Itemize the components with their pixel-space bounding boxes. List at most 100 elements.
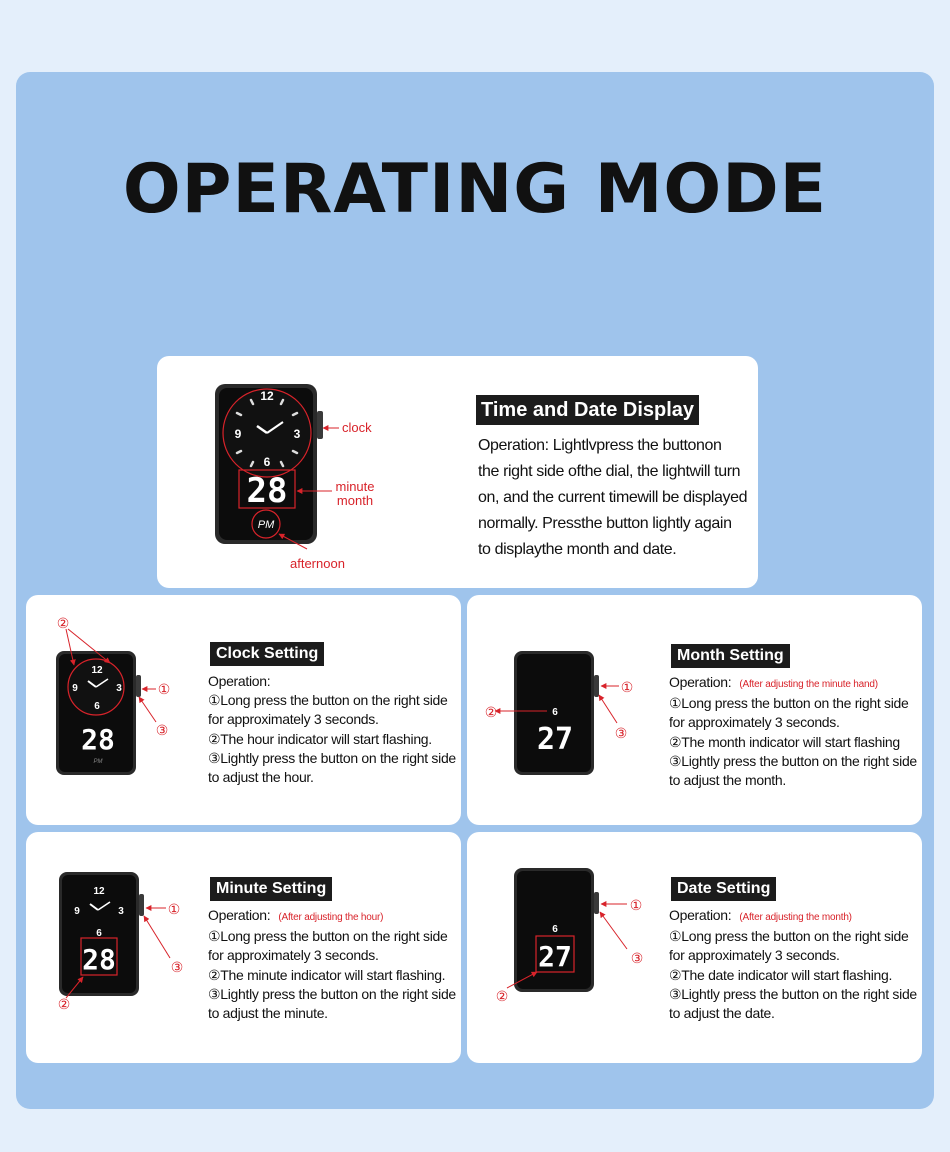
text-line: to displaythe month and date.: [478, 541, 677, 558]
minute-hand: [266, 421, 284, 434]
text-line: ①Long press the button on the right side: [669, 695, 909, 712]
marker-2-arrow-right: [67, 628, 111, 664]
marker-1: ①: [621, 679, 634, 695]
dial-12: 12: [260, 389, 274, 403]
marker-1: ①: [158, 681, 171, 697]
digit-display: 28: [82, 943, 116, 976]
text-line: ②The hour indicator will start flashing.: [208, 730, 432, 747]
dial-6: 6: [94, 701, 100, 712]
watch-illustration: 6 27 ② ① ③: [485, 651, 634, 775]
dial-12: 12: [91, 665, 103, 676]
marker-2-arrow: [506, 971, 538, 989]
dial-3: 3: [118, 906, 124, 917]
marker-2: ②: [496, 988, 509, 1004]
side-button: [317, 411, 323, 439]
watch: 6 27: [514, 651, 599, 775]
digit-highlight-box: [535, 935, 575, 973]
text-line: ②The date indicator will start flashing.: [669, 966, 893, 983]
operation-note: (After adjusting the minute hand): [739, 679, 878, 690]
page-title: OPERATING MODE: [122, 150, 828, 229]
minute-hand: [95, 678, 109, 688]
watch-illustration: 12 3 6 9 28 ② ① ③: [58, 872, 183, 1012]
minute-setting-text: Operation:(After adjusting the hour) ①Lo…: [208, 906, 456, 1023]
marker-2: ②: [485, 704, 498, 720]
dial-ticks: [235, 398, 299, 468]
text-line: to adjust the hour.: [208, 769, 314, 786]
operation-label: Operation:: [208, 907, 271, 923]
pm-indicator: PM: [94, 759, 103, 765]
pm-highlight-circle: [251, 509, 281, 539]
dial-6: 6: [264, 455, 271, 469]
marker-2-arrow: [65, 976, 84, 999]
clock-setting-heading: Clock Setting: [210, 642, 325, 666]
month-setting-card: 6 27 ② ① ③ Month Setting Operation:(Afte…: [467, 595, 922, 825]
digit-highlight-box: [238, 469, 296, 509]
text-line: on, and the current timewill be displaye…: [478, 489, 748, 506]
text-line: for approximately 3 seconds.: [208, 711, 379, 728]
marker-1: ①: [168, 901, 181, 917]
operation-label: Operation:: [669, 907, 732, 923]
digit-display: 28: [247, 471, 288, 511]
dial-9: 9: [74, 906, 80, 917]
date-setting-card: 6 27 ② ① ③ Date Setting Operation:(After…: [467, 832, 922, 1063]
month-setting-text: Operation:(After adjusting the minute ha…: [669, 673, 917, 790]
watch: 12 3 6 9 28: [59, 872, 144, 996]
month-digit: 6: [552, 707, 558, 718]
minute-setting-card: 12 3 6 9 28 ② ① ③ Minute Setting Operati…: [26, 832, 461, 1063]
time-date-text: Operation: Lightlvpress the buttonon the…: [478, 433, 747, 563]
minute-hand: [97, 901, 111, 911]
operation-note: (After adjusting the hour): [278, 912, 384, 923]
dial-3: 3: [116, 683, 122, 694]
text-line: ②The minute indicator will start flashin…: [208, 966, 446, 983]
text-line: ③Lightly press the button on the right s…: [208, 985, 456, 1002]
month-setting-heading: Month Setting: [671, 644, 790, 668]
watch: 6 27: [514, 868, 599, 992]
watch: 12 3 6 9 28 PM: [56, 651, 141, 775]
text-line: ③Lightly press the button on the right s…: [208, 749, 456, 766]
watch-illustration: 12 3 6 9 28 PM ② ① ③: [56, 615, 171, 775]
text-line: for approximately 3 seconds.: [669, 714, 840, 731]
month-digit: 6: [552, 924, 558, 935]
clock-label: clock: [342, 420, 372, 435]
hour-hand: [256, 424, 268, 435]
text-line: to adjust the month.: [669, 772, 786, 789]
clock-setting-card: 12 3 6 9 28 PM ② ① ③ Clock Setting Opera…: [26, 595, 461, 825]
marker-2-arrow-left: [65, 628, 76, 666]
text-line: ①Long press the button on the right side: [669, 928, 909, 945]
watch-illustration: 6 27 ② ① ③: [496, 868, 643, 1004]
marker-3: ③: [156, 722, 169, 738]
watch: 12 3 6 9 28 PM: [215, 384, 323, 544]
text-line: normally. Pressthe button lightly again: [478, 515, 732, 532]
minute-setting-heading: Minute Setting: [210, 877, 333, 901]
digit-display: 27: [537, 722, 573, 757]
minute-label: minute: [335, 479, 375, 494]
operation-label: Operation:: [208, 673, 271, 689]
text-line: to adjust the date.: [669, 1005, 775, 1022]
watch-illustration: 12 3 6 9 28 PM: [215, 384, 339, 550]
text-line: for approximately 3 seconds.: [208, 947, 379, 964]
dial-9: 9: [235, 427, 242, 441]
digit-display: 27: [538, 940, 572, 973]
text-line: for approximately 3 seconds.: [669, 947, 840, 964]
afternoon-arrow: [278, 533, 308, 550]
digit-highlight-box: [80, 937, 118, 976]
marker-2: ②: [58, 996, 71, 1012]
text-line: Operation: Lightlvpress the buttonon: [478, 437, 722, 454]
pm-indicator: PM: [258, 519, 275, 531]
afternoon-label: afternoon: [290, 556, 345, 571]
clock-setting-text: Operation: ①Long press the button on the…: [208, 672, 456, 787]
marker-1: ①: [630, 897, 643, 913]
text-line: ①Long press the button on the right side: [208, 692, 448, 709]
marker-2: ②: [57, 615, 70, 631]
side-button: [594, 892, 599, 914]
hour-hand: [87, 680, 97, 688]
text-line: to adjust the minute.: [208, 1005, 328, 1022]
marker-3-arrow: [143, 915, 171, 959]
digit-display: 28: [81, 723, 115, 756]
side-button: [139, 894, 144, 916]
text-line: ②The month indicator will start flashing: [669, 733, 900, 750]
time-date-card: 12 3 6 9 28 PM clock minute month aftern…: [157, 356, 758, 588]
side-button: [594, 675, 599, 697]
date-setting-heading: Date Setting: [671, 877, 777, 901]
side-button: [136, 675, 141, 697]
